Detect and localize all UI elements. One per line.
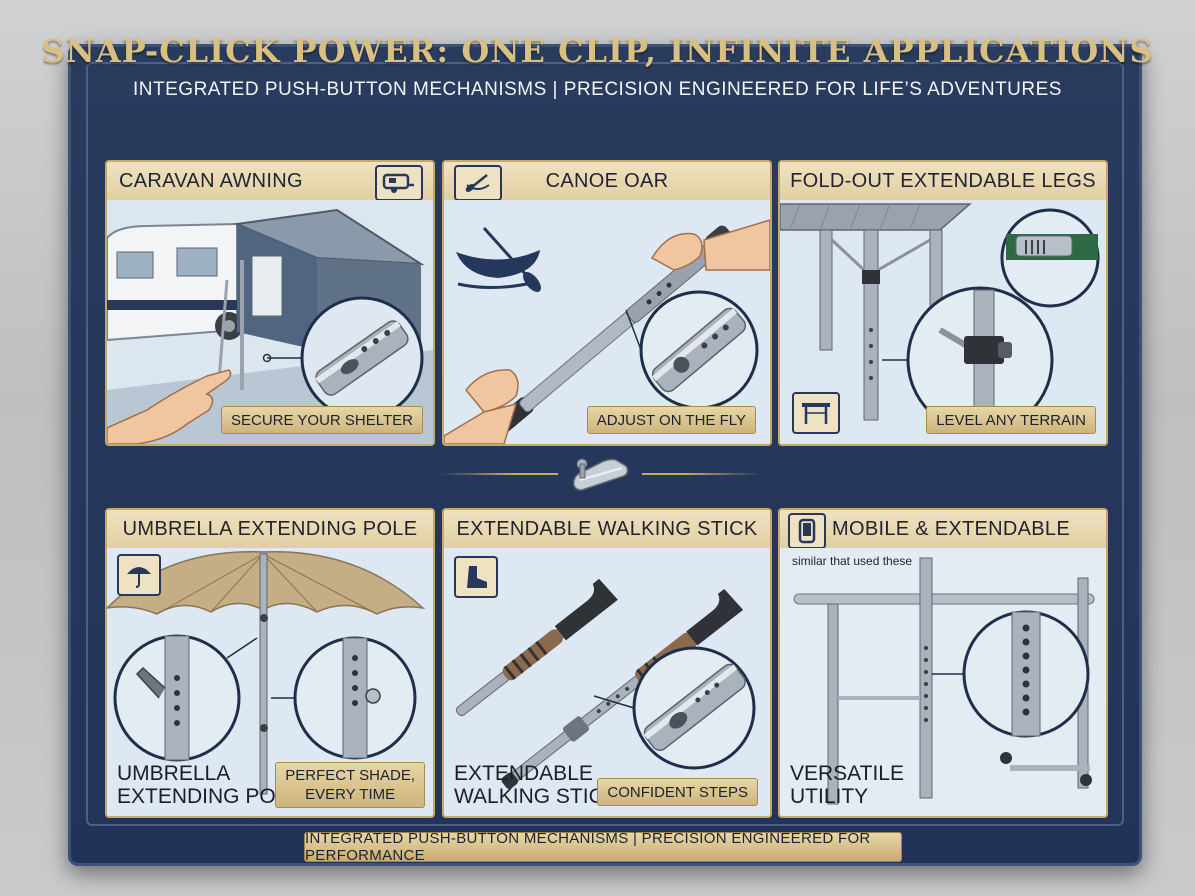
panel-header: UMBRELLA EXTENDING POLE (107, 510, 433, 550)
panel-mobile-extendable: MOBILE & EXTENDABLE similar that used th… (778, 508, 1108, 818)
panel-header: EXTENDABLE WALKING STICK (444, 510, 770, 550)
panel-label: VERSATILE UTILITY (790, 762, 904, 808)
boot-icon (454, 556, 498, 598)
caravan-icon (375, 165, 423, 201)
caption-line-1: PERFECT SHADE, (285, 767, 415, 784)
panel-caption: CONFIDENT STEPS (597, 778, 758, 806)
panel-label: EXTENDABLE WALKING STICK (454, 762, 618, 808)
panel-extendable-legs: FOLD-OUT EXTENDABLE LEGS LEVEL ANY TERRA… (778, 160, 1108, 446)
divider-right (642, 473, 760, 475)
phone-icon (788, 513, 826, 549)
caption-line-2: EVERY TIME (305, 786, 396, 803)
panel-canoe-oar: CANOE OAR (442, 160, 772, 446)
canoe-icon (456, 226, 541, 292)
panel-caravan-awning: CARAVAN AWNING SECURE YOUR SHELTER (105, 160, 435, 446)
panel-caption: PERFECT SHADE, EVERY TIME (275, 762, 425, 808)
panel-header: CARAVAN AWNING (107, 162, 433, 202)
umbrella-icon (117, 554, 161, 596)
panel-title: MOBILE & EXTENDABLE (832, 517, 1070, 540)
panel-header: FOLD-OUT EXTENDABLE LEGS (780, 162, 1106, 202)
panel-caption: ADJUST ON THE FLY (586, 406, 756, 434)
label-line-2: EXTENDING POLE (117, 785, 302, 808)
divider-left (440, 473, 558, 475)
panel-header: CANOE OAR (444, 162, 770, 202)
panel-umbrella-pole: UMBRELLA EXTENDING POLE UMBRELLA EXTENDI… (105, 508, 435, 818)
panel-walking-stick: EXTENDABLE WALKING STICK (442, 508, 772, 818)
snap-clip-icon (572, 458, 629, 491)
panel-caption: LEVEL ANY TERRAIN (926, 406, 1096, 434)
walking-stick-illustration (444, 548, 770, 816)
label-line-2: UTILITY (790, 785, 869, 808)
label-line-1: UMBRELLA (117, 762, 231, 785)
footer-banner: INTEGRATED PUSH-BUTTON MECHANISMS | PREC… (304, 830, 902, 864)
label-line-1: EXTENDABLE (454, 762, 593, 785)
page-title: SNAP-CLICK POWER: ONE CLIP, INFINITE APP… (41, 32, 1154, 70)
panel-title: CANOE OAR (545, 169, 669, 192)
panel-label: UMBRELLA EXTENDING POLE (117, 762, 301, 808)
panel-title: UMBRELLA EXTENDING POLE (122, 517, 418, 540)
panel-caption: SECURE YOUR SHELTER (221, 406, 423, 434)
panel-header: MOBILE & EXTENDABLE (780, 510, 1106, 550)
board-frame (86, 62, 1124, 826)
umbrella-illustration (107, 548, 433, 816)
panel-title: EXTENDABLE WALKING STICK (456, 517, 758, 540)
panel-note: similar that used these (792, 554, 913, 568)
panel-title: CARAVAN AWNING (119, 169, 303, 192)
caravan-awning-illustration (107, 200, 433, 444)
panel-title: FOLD-OUT EXTENDABLE LEGS (790, 169, 1096, 192)
page-subtitle: INTEGRATED PUSH-BUTTON MECHANISMS | PREC… (133, 79, 1062, 100)
table-icon (792, 392, 840, 434)
oar-icon (454, 165, 502, 201)
label-line-1: VERSATILE (790, 762, 904, 785)
canoe-oar-illustration (444, 200, 770, 444)
rolling-rack-illustration (780, 548, 1106, 816)
label-line-2: WALKING STICK (454, 785, 618, 808)
table-legs-illustration (780, 200, 1106, 444)
